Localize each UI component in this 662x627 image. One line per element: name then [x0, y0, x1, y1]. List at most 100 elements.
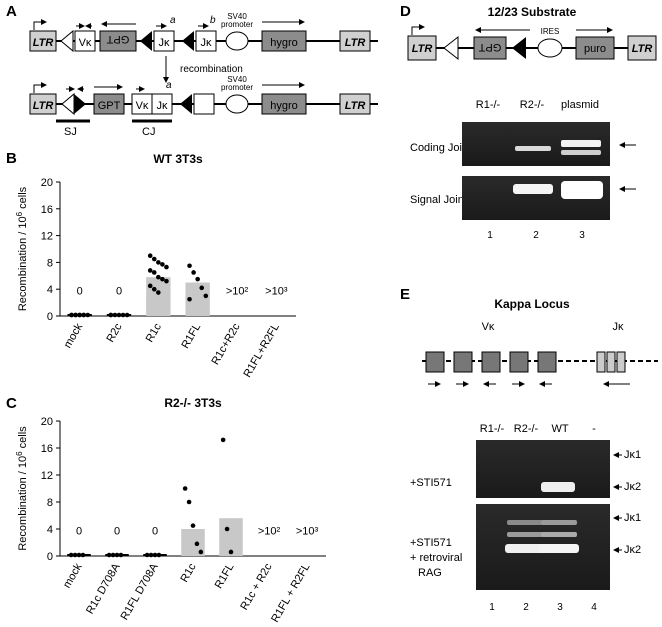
- vk-label: Vκ: [136, 100, 149, 112]
- y-tick-label: 16: [41, 443, 53, 455]
- x-tick-label: mock: [62, 321, 86, 350]
- jk2-label: Jκ2: [624, 481, 641, 493]
- data-point: [164, 278, 169, 284]
- data-point: [164, 264, 169, 270]
- x-tick-label: R1FL: [179, 322, 203, 351]
- panel-a: A LTR Vκ GPT Jκ a Jκ b SV40: [6, 3, 378, 138]
- retroviral-label: + retroviral: [410, 552, 462, 564]
- jk1-label: Jκ1: [624, 512, 641, 524]
- primer-a-label: a: [166, 80, 172, 91]
- y-tick-label: 0: [47, 311, 53, 323]
- lane-3: 3: [579, 230, 585, 241]
- lane-2: 2: [533, 230, 539, 241]
- vk-box: [74, 30, 96, 52]
- y-tick-label: 4: [47, 524, 53, 536]
- cj-label: CJ: [142, 126, 155, 138]
- construct-rearranged: LTR GPT Vκ Jκ a SV40 promoter hygro LTR: [29, 75, 378, 138]
- x-tick-label: R1c D708A: [84, 561, 123, 616]
- sti571-label: +STI571: [410, 477, 452, 489]
- coding-joint-label: Coding Joint: [410, 142, 471, 154]
- jk-label: Jκ: [159, 37, 171, 49]
- data-point: [224, 526, 230, 532]
- hygro-box: [261, 30, 307, 52]
- gpt-label: GPT: [98, 100, 121, 112]
- data-point: [220, 437, 226, 443]
- annotation: >10³: [296, 525, 319, 537]
- panel-e: E Kappa Locus Vκ Jκ R1-/- R2-/- WT - +ST…: [400, 286, 658, 613]
- data-point: [73, 312, 78, 318]
- ires-label: IRES: [541, 27, 560, 36]
- lane-3: 3: [557, 602, 563, 613]
- data-point: [147, 268, 153, 273]
- substrate-construct: LTR GPT IRES puro LTR: [407, 24, 657, 61]
- data-point: [151, 256, 157, 262]
- data-point: [147, 283, 153, 289]
- data-point: [114, 552, 120, 558]
- data-point: [156, 274, 161, 280]
- annotation: 0: [76, 525, 82, 537]
- y-axis-label: Recombination / 106 cells: [15, 186, 29, 311]
- data-point: [120, 312, 126, 318]
- gel-d-col2: R2-/-: [520, 99, 545, 111]
- y-tick-label: 8: [47, 257, 53, 269]
- data-point: [76, 552, 82, 558]
- gel-d-col3: plasmid: [561, 99, 599, 111]
- ltr-label: LTR: [33, 100, 54, 112]
- data-point: [186, 499, 192, 505]
- sj-label: SJ: [64, 126, 77, 138]
- data-point: [144, 552, 150, 558]
- data-point: [72, 552, 78, 558]
- x-tick-label: R1c: [144, 321, 164, 344]
- x-tick-label: R1FL + R2FL: [269, 562, 312, 625]
- kappa-locus-map: [422, 351, 658, 387]
- data-point: [195, 276, 200, 282]
- vk-label: Vκ: [79, 37, 92, 49]
- data-point: [156, 552, 162, 558]
- y-tick-label: 4: [47, 284, 53, 296]
- promoter-label: promoter: [221, 20, 253, 29]
- data-point: [68, 552, 74, 558]
- data-point: [148, 552, 154, 558]
- data-point: [85, 312, 91, 318]
- chart-title: WT 3T3s: [153, 152, 203, 166]
- primer-b-label: b: [210, 15, 216, 26]
- panel-d: D 12/23 Substrate LTR GPT IRES puro LTR …: [400, 3, 657, 241]
- y-tick-label: 12: [41, 470, 53, 482]
- y-tick-label: 16: [41, 204, 53, 216]
- bar: [181, 529, 205, 556]
- data-point: [228, 549, 234, 555]
- jk1-label: Jκ1: [624, 449, 641, 461]
- data-point: [198, 549, 204, 555]
- x-tick-label: R2c: [104, 321, 124, 344]
- jk-label: Jκ: [157, 100, 169, 112]
- ltr-label: LTR: [33, 37, 54, 49]
- ltr-label: LTR: [412, 43, 433, 55]
- sv40-label: SV40: [227, 75, 247, 84]
- panel-c-letter: C: [6, 395, 17, 412]
- gel-e-col2: R2-/-: [514, 423, 539, 435]
- lane-4: 4: [591, 602, 597, 613]
- ltr-label: LTR: [632, 43, 653, 55]
- x-tick-label: R1FL+R2FL: [241, 322, 282, 380]
- annotation: >10²: [226, 286, 249, 298]
- x-tick-label: R1c + R2c: [238, 561, 274, 612]
- annotation: >10²: [258, 525, 281, 537]
- gel-d-col1: R1-/-: [476, 99, 501, 111]
- y-tick-label: 12: [41, 231, 53, 243]
- data-point: [191, 270, 196, 275]
- data-point: [182, 486, 188, 491]
- data-point: [151, 270, 157, 275]
- panel-e-title: Kappa Locus: [494, 297, 570, 311]
- annotation: 0: [152, 525, 158, 537]
- annotation: 0: [116, 286, 122, 298]
- data-point: [147, 253, 153, 258]
- ltr-box: [29, 30, 57, 52]
- y-tick-label: 20: [41, 416, 53, 428]
- annotation: >10³: [265, 286, 288, 298]
- annotation: 0: [77, 286, 83, 298]
- recombination-label: recombination: [180, 64, 243, 75]
- annotation: 0: [114, 525, 120, 537]
- data-point: [80, 552, 86, 558]
